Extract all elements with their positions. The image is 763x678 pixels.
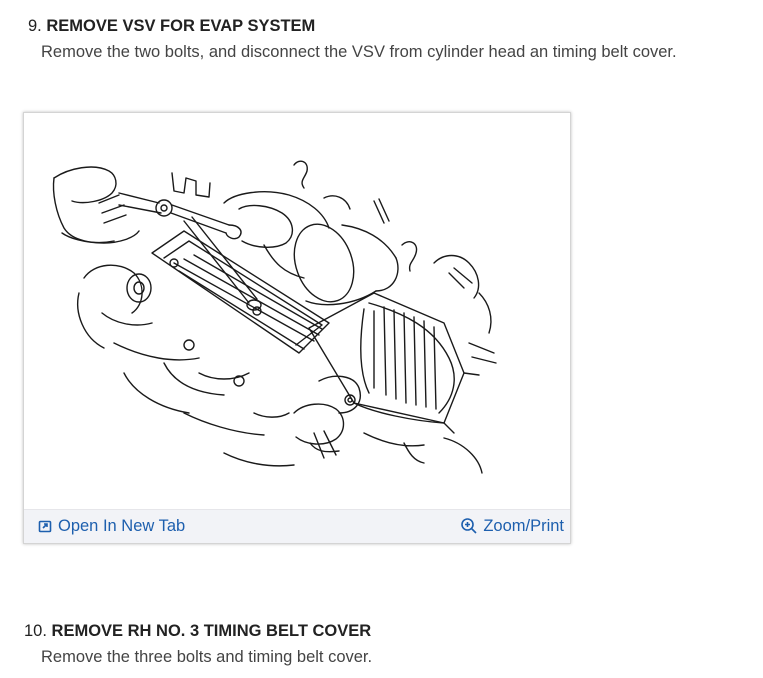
engine-diagram-illustration bbox=[24, 113, 570, 509]
step-10-description: Remove the three bolts and timing belt c… bbox=[41, 648, 373, 666]
open-external-icon bbox=[38, 519, 53, 534]
step-10-heading: REMOVE RH NO. 3 TIMING BELT COVER bbox=[51, 622, 372, 640]
step-9-title: 9. REMOVE VSV FOR EVAP SYSTEM bbox=[0, 16, 760, 36]
step-10-number: 10. bbox=[24, 622, 47, 640]
step-9: 9. REMOVE VSV FOR EVAP SYSTEM Remove the… bbox=[0, 16, 760, 62]
figure-card: Open In New Tab Zoom/Print bbox=[23, 112, 571, 544]
zoom-print-link[interactable]: Zoom/Print bbox=[460, 516, 564, 536]
step-10-title: 10. REMOVE RH NO. 3 TIMING BELT COVER bbox=[0, 621, 760, 641]
zoom-in-icon bbox=[460, 517, 478, 535]
step-9-heading: REMOVE VSV FOR EVAP SYSTEM bbox=[46, 17, 316, 35]
step-10: 10. REMOVE RH NO. 3 TIMING BELT COVER Re… bbox=[0, 621, 760, 667]
open-in-new-tab-link[interactable]: Open In New Tab bbox=[38, 516, 185, 536]
zoom-print-label: Zoom/Print bbox=[483, 517, 564, 535]
step-9-number: 9. bbox=[28, 17, 42, 35]
figure-toolbar: Open In New Tab Zoom/Print bbox=[24, 509, 570, 543]
open-in-new-tab-label: Open In New Tab bbox=[58, 517, 186, 535]
step-9-description: Remove the two bolts, and disconnect the… bbox=[41, 43, 677, 61]
